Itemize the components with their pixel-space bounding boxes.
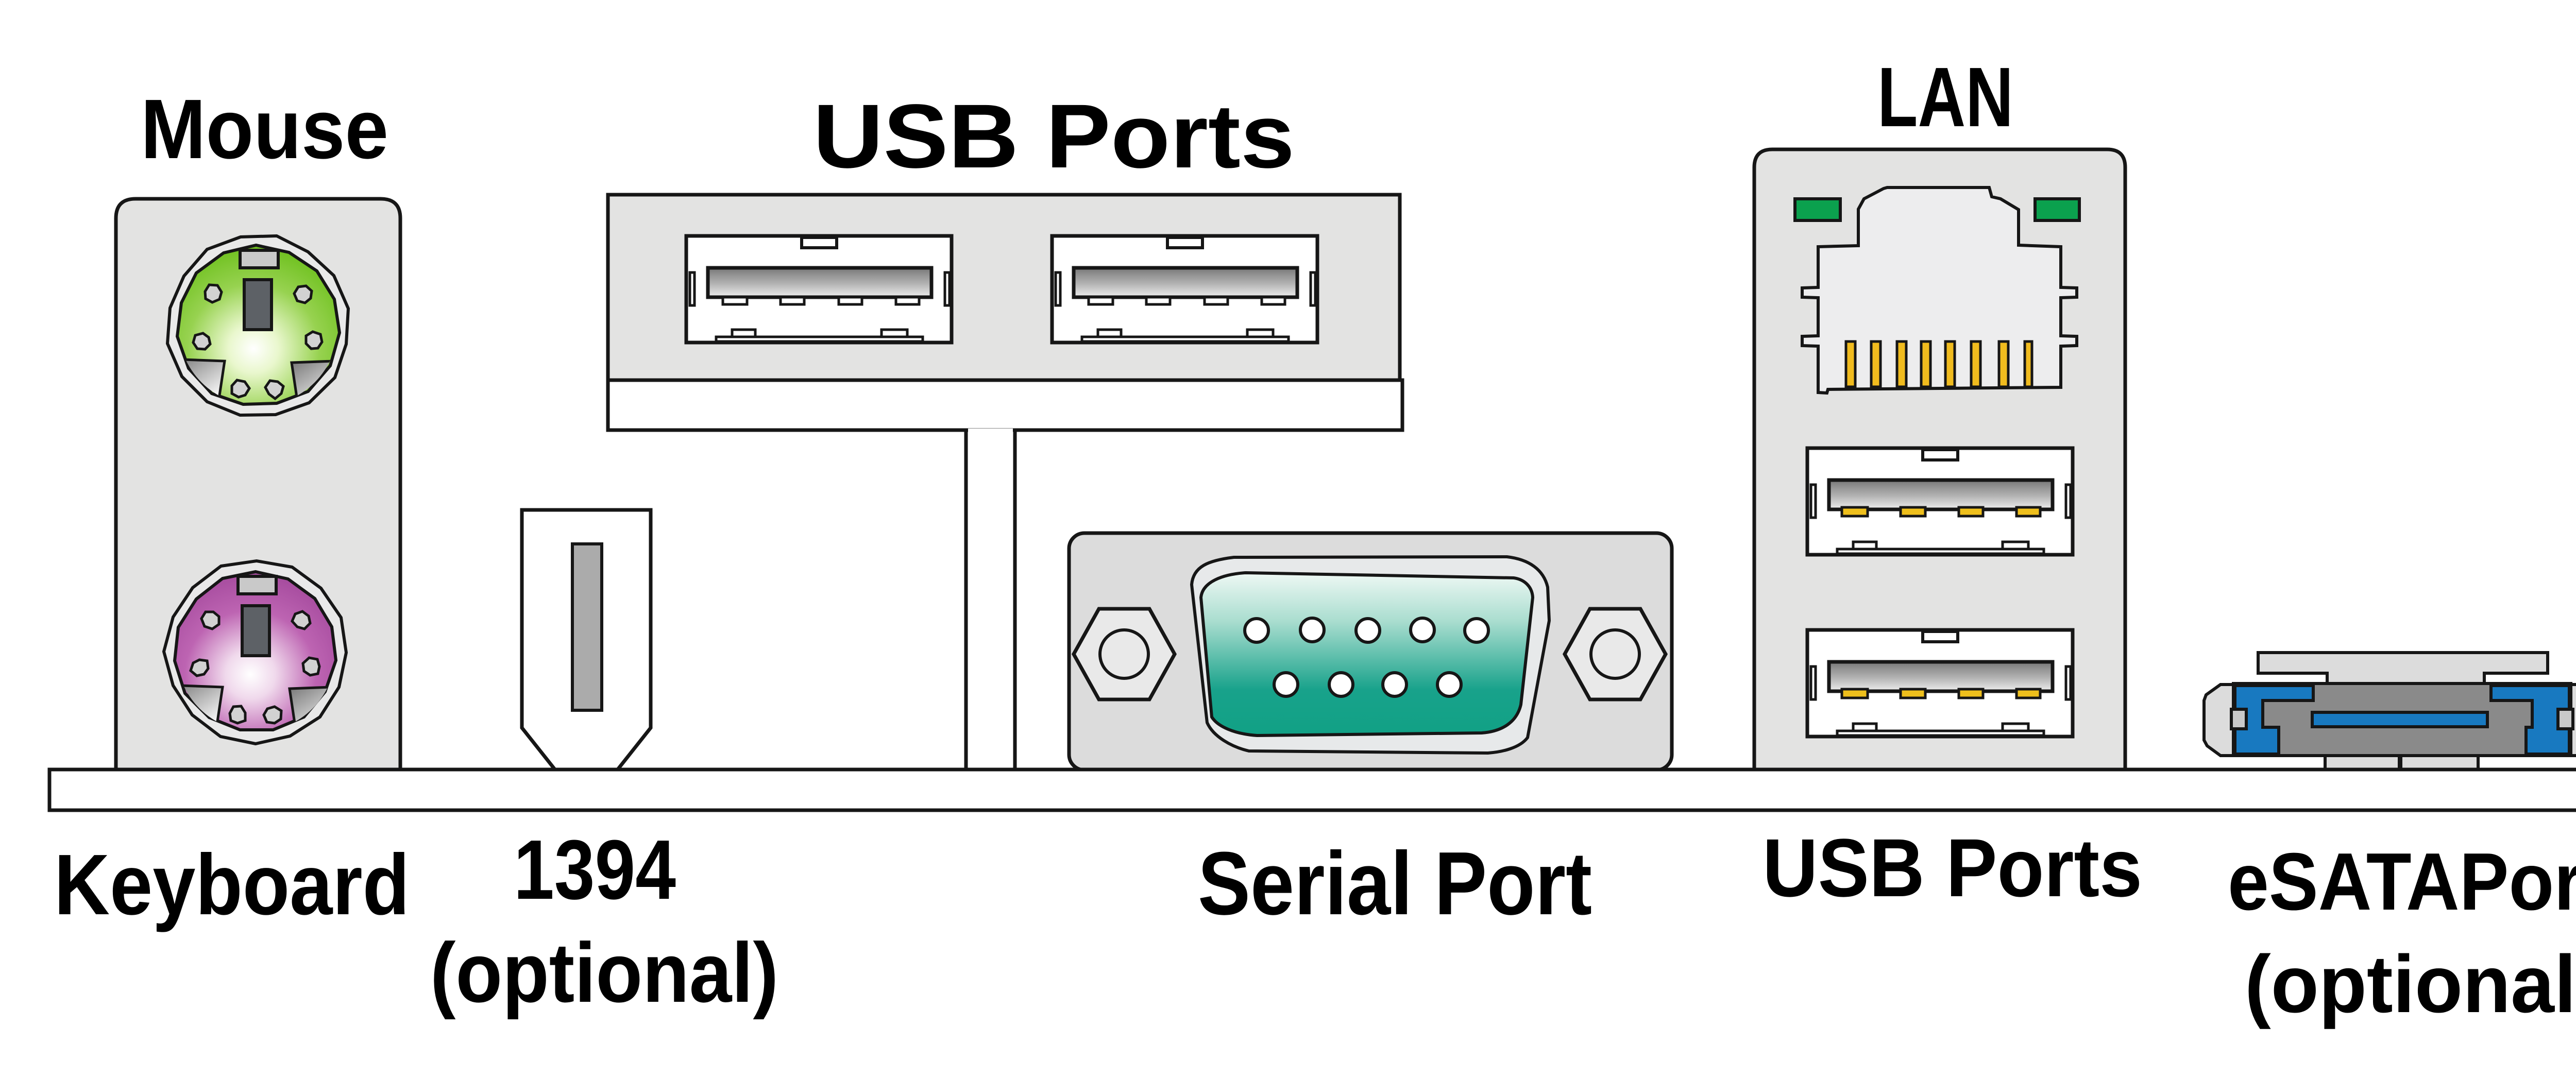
svg-text:Keyboard: Keyboard <box>54 837 410 933</box>
svg-text:Mouse: Mouse <box>141 82 388 176</box>
svg-text:(optional): (optional) <box>2245 939 2576 1030</box>
svg-text:LAN: LAN <box>1877 50 2013 144</box>
svg-text:USB Ports: USB Ports <box>813 86 1295 187</box>
svg-text:1394: 1394 <box>514 823 676 917</box>
svg-text:eSATAPort: eSATAPort <box>2228 836 2576 927</box>
svg-text:Serial Port: Serial Port <box>1198 833 1592 933</box>
svg-text:USB Ports: USB Ports <box>1762 822 2142 914</box>
svg-text:(optional): (optional) <box>430 926 778 1020</box>
